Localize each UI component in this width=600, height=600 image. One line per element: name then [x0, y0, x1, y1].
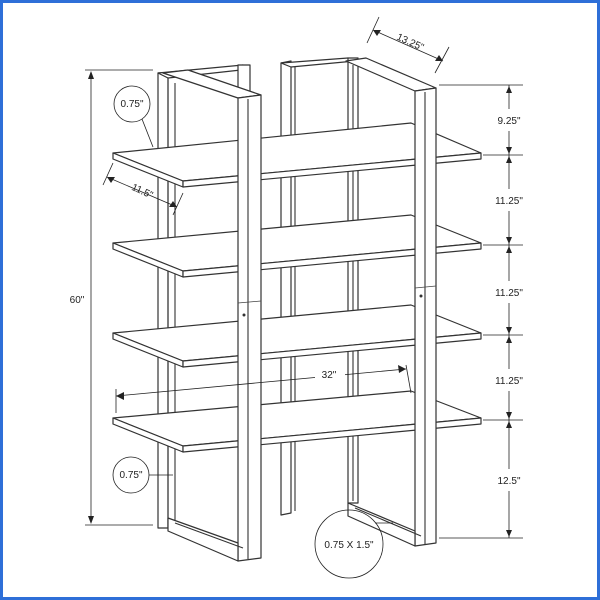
shelf-thickness-callout-bottom: 0.75"	[112, 456, 173, 494]
width-dimension: 32"	[115, 364, 412, 413]
spacing-label-4: 11.25"	[495, 376, 523, 387]
shelf-thickness-callout-top: 0.75"	[113, 85, 154, 148]
back-left-frame	[157, 64, 251, 529]
back-right-frame	[280, 57, 359, 516]
bookshelf-diagram: 60" 13.25" 11.5" 32" 0.75" 0.7	[70, 16, 523, 579]
spacing-label-1: 9.25"	[497, 116, 520, 127]
spacing-label-2: 11.25"	[495, 196, 523, 207]
spacing-label-3: 11.25"	[495, 288, 523, 299]
height-dimension: 60"	[70, 69, 153, 526]
frame-tube-callout: 0.75 X 1.5"	[314, 509, 393, 579]
depth-label: 13.25"	[395, 32, 426, 54]
front-left-frame	[162, 69, 262, 562]
shelf-thickness-bottom-label: 0.75"	[119, 470, 142, 481]
shelf-thickness-top-label: 0.75"	[120, 99, 143, 110]
width-label: 32"	[322, 370, 337, 381]
spacing-dimensions: 9.25" 11.25" 11.25" 11.25" 12.5"	[439, 84, 523, 539]
spacing-label-5: 12.5"	[497, 476, 520, 487]
shelf-depth-label: 11.5"	[130, 182, 155, 201]
height-label: 60"	[70, 295, 85, 306]
frame-tube-label: 0.75 X 1.5"	[324, 540, 374, 551]
